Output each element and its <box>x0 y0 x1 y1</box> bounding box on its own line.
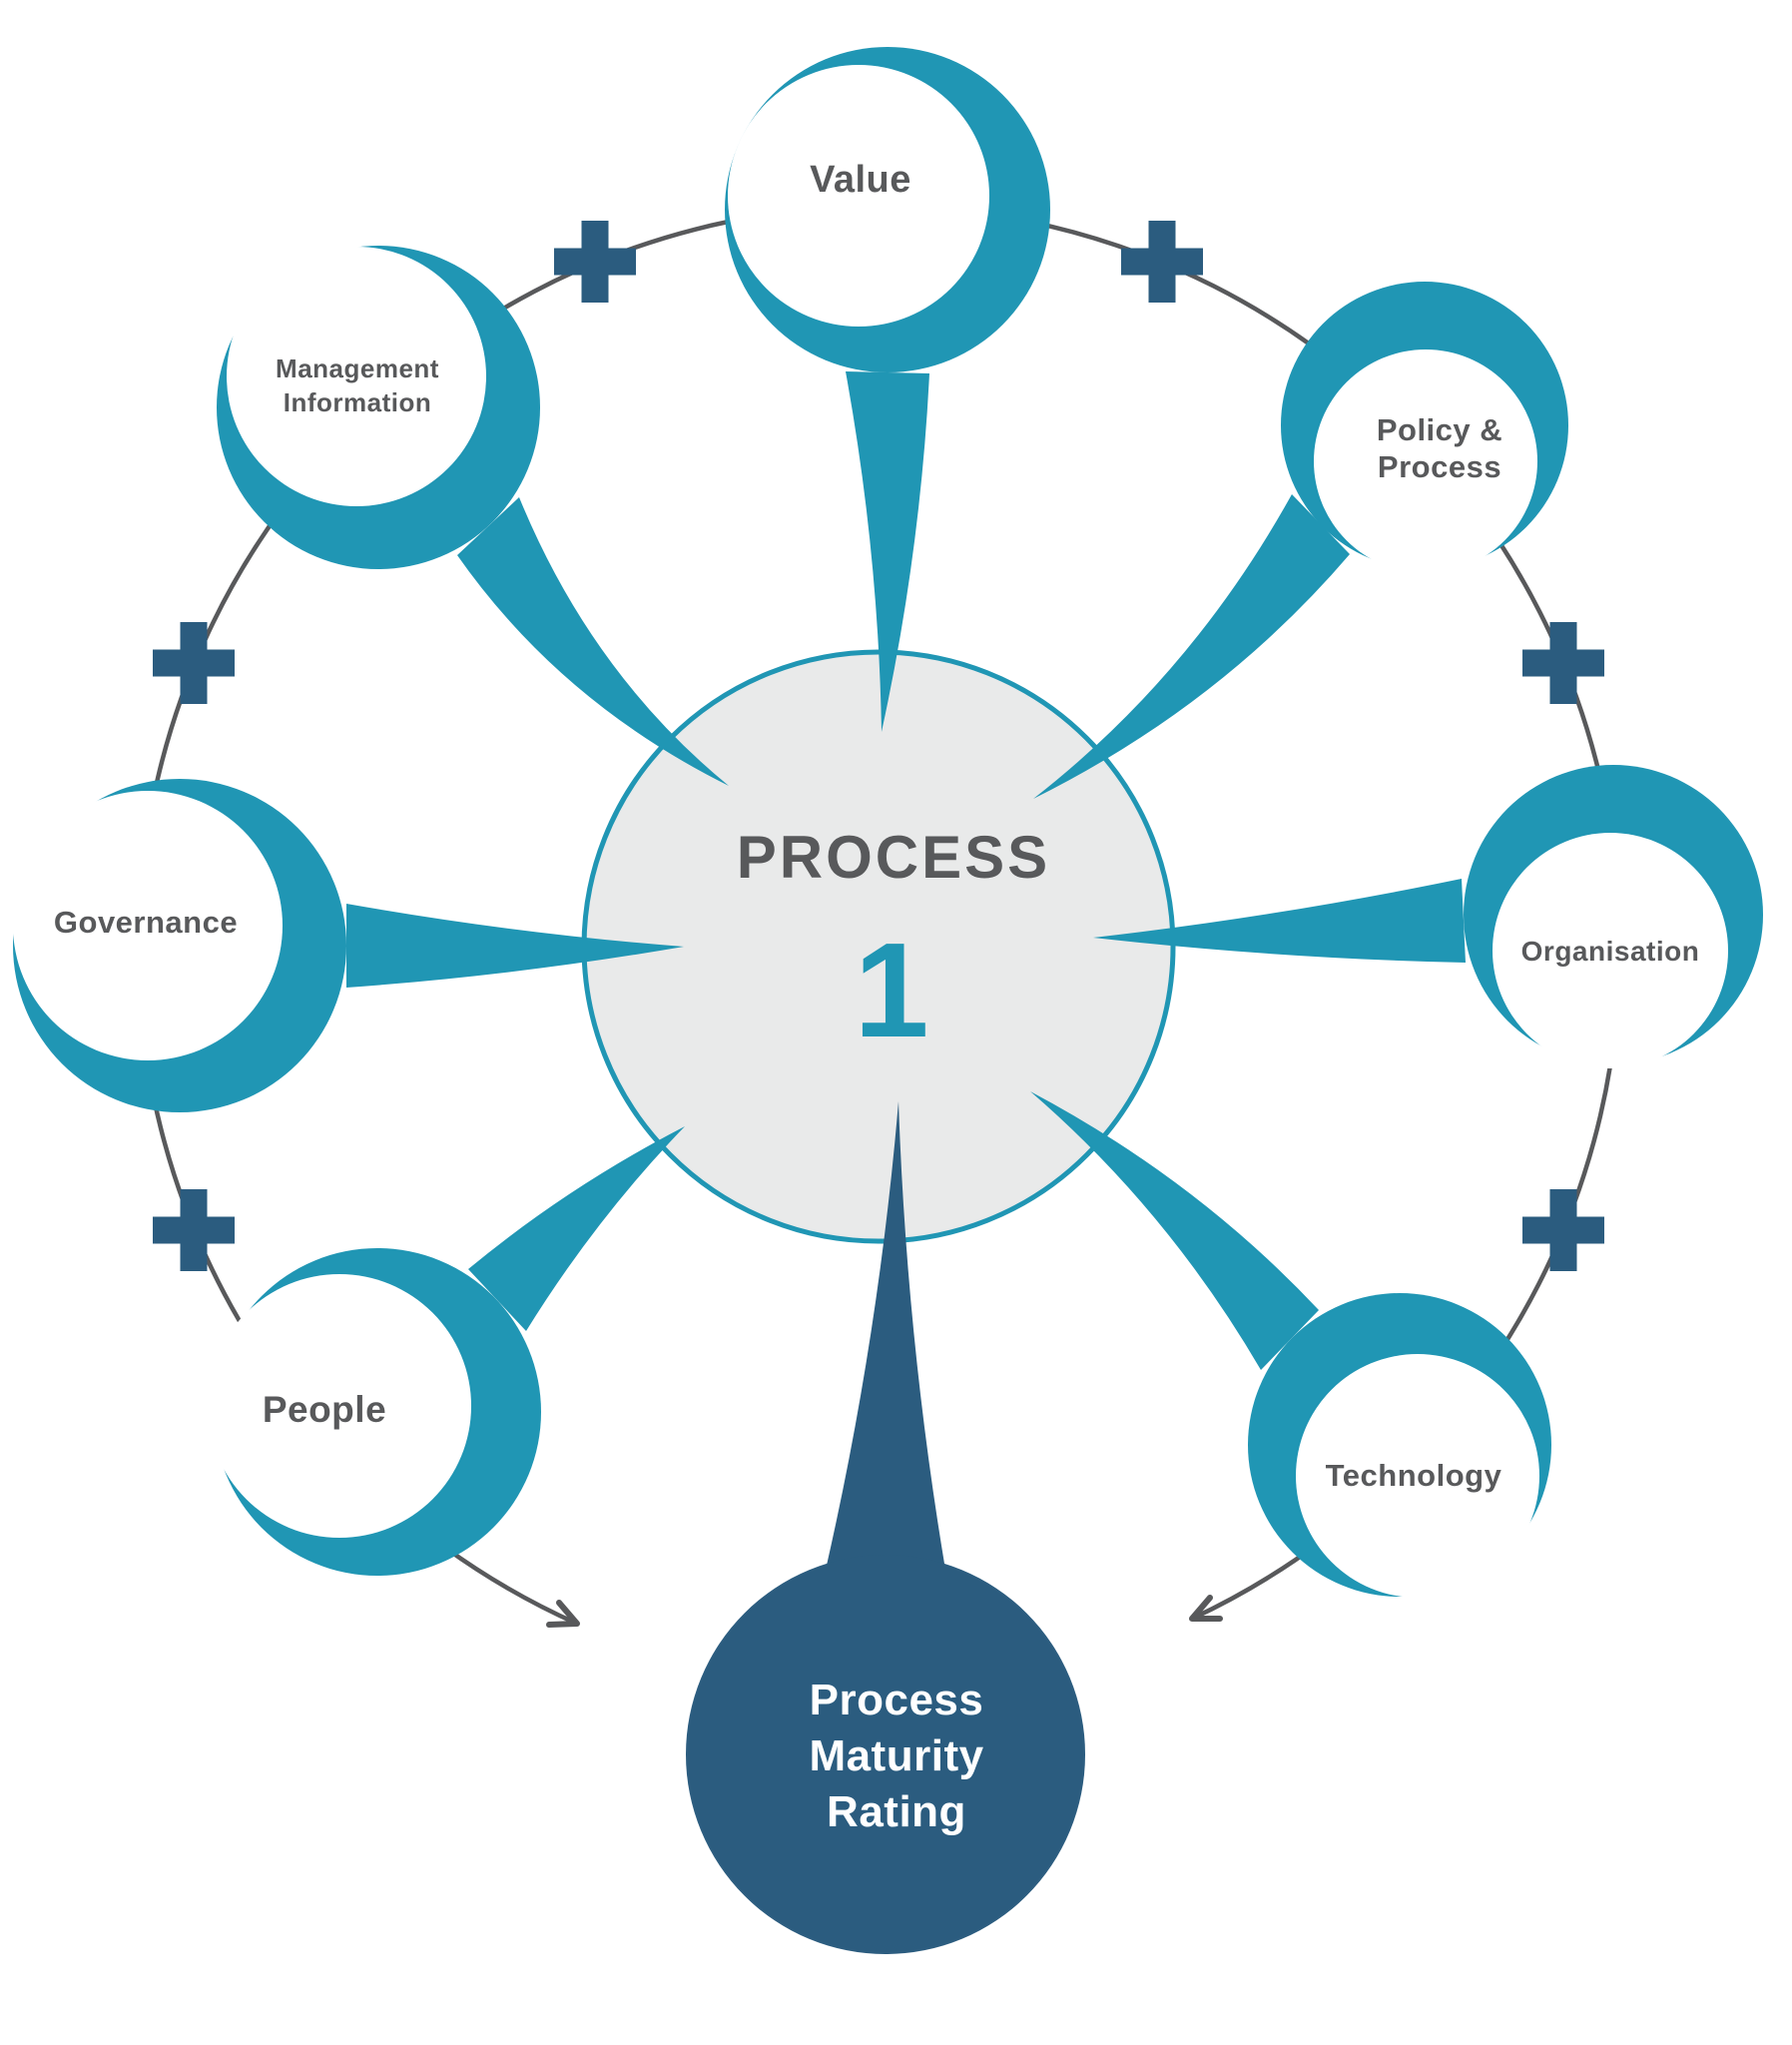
satellite-label-technology: Technology <box>1326 1458 1502 1493</box>
plus-icon <box>1522 1189 1604 1271</box>
satellite-face-circle <box>728 65 989 327</box>
result-label-line2: Maturity <box>809 1731 983 1780</box>
satellite-tail <box>457 497 729 786</box>
plus-icon <box>1121 221 1203 303</box>
satellite-tail <box>346 904 684 988</box>
satellite-policy-process <box>1033 282 1568 799</box>
satellite-label-policy-process-line2: Process <box>1378 449 1501 484</box>
result-circle <box>686 1555 1085 1954</box>
satellite-management-information <box>217 246 729 786</box>
hub-title: PROCESS <box>737 824 1050 891</box>
arrowhead-icon <box>546 1600 580 1628</box>
satellite-face-circle <box>1493 833 1728 1068</box>
plus-icon <box>1522 622 1604 704</box>
satellite-technology <box>1030 1091 1551 1598</box>
result-label-line1: Process <box>810 1676 984 1724</box>
satellite-tail <box>1093 879 1466 963</box>
satellite-label-management-information-line2: Information <box>284 387 432 417</box>
satellite-tail <box>846 371 929 732</box>
satellite-face-circle <box>227 247 486 506</box>
satellite-people <box>208 1126 685 1576</box>
satellite-face-circle <box>13 791 283 1060</box>
satellite-label-organisation: Organisation <box>1521 936 1700 967</box>
satellite-label-management-information-line1: Management <box>276 353 439 383</box>
arrowhead-icon <box>1189 1595 1223 1622</box>
result-spike <box>826 1101 945 1570</box>
hub-number: 1 <box>854 915 928 1065</box>
plus-icon <box>153 1189 235 1271</box>
satellite-governance <box>13 779 684 1112</box>
satellite-value <box>725 47 1050 732</box>
plus-icon <box>554 221 636 303</box>
result-label-line3: Rating <box>827 1787 966 1836</box>
satellite-organisation <box>1093 765 1763 1068</box>
satellite-tail <box>468 1126 685 1331</box>
satellite-label-governance: Governance <box>54 905 238 940</box>
satellite-tail <box>1033 494 1350 799</box>
satellite-face-circle <box>208 1274 471 1538</box>
satellite-face-circle <box>1296 1354 1539 1598</box>
plus-icon <box>153 622 235 704</box>
satellite-label-policy-process-line1: Policy & <box>1377 412 1502 447</box>
satellite-tail <box>1030 1091 1319 1370</box>
satellite-label-people: People <box>263 1389 386 1430</box>
satellite-label-value: Value <box>810 159 911 201</box>
satellite-face-circle <box>1314 349 1537 573</box>
